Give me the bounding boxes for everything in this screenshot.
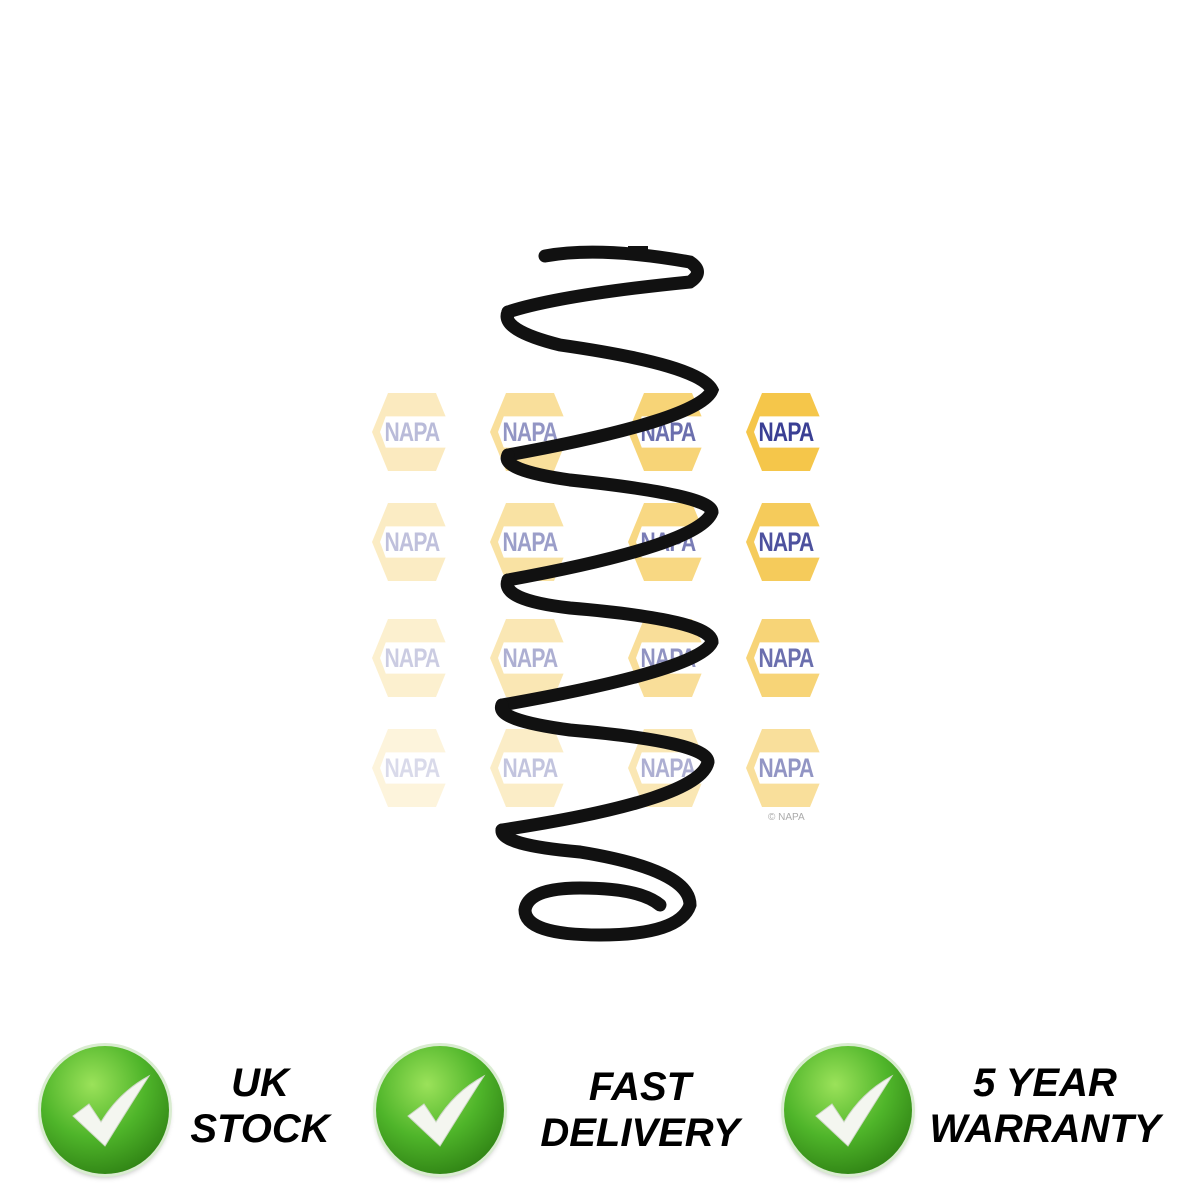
label-line: STOCK	[190, 1107, 330, 1151]
label-line: FAST	[588, 1065, 692, 1109]
napa-logo: NAPA	[372, 503, 452, 581]
label-line: DELIVERY	[540, 1111, 740, 1155]
label-line: UK	[231, 1061, 289, 1105]
badge-label-uk-stock: UK STOCK	[170, 1060, 350, 1152]
label-line: WARRANTY	[929, 1107, 1161, 1151]
check-icon	[815, 1074, 894, 1147]
check-badge-fast-delivery	[376, 1046, 504, 1174]
check-icon	[407, 1074, 486, 1147]
napa-logo: NAPA	[490, 619, 570, 697]
napa-logo: NAPA	[746, 503, 826, 581]
napa-logo: NAPA	[746, 393, 826, 471]
badge-label-fast-delivery: FAST DELIVERY	[520, 1064, 760, 1156]
napa-logo: NAPA	[372, 729, 452, 807]
label-line: 5 YEAR	[973, 1061, 1117, 1105]
badge-label-warranty: 5 YEAR WARRANTY	[915, 1060, 1175, 1152]
copyright-text: © NAPA	[768, 812, 805, 823]
check-badge-warranty	[784, 1046, 912, 1174]
napa-logo: NAPA	[490, 729, 570, 807]
check-badge-uk-stock	[41, 1046, 169, 1174]
napa-logo: NAPA	[746, 619, 826, 697]
check-icon	[72, 1074, 151, 1147]
napa-logo: NAPA	[372, 619, 452, 697]
napa-logo: NAPA	[372, 393, 452, 471]
napa-logo: NAPA	[628, 729, 708, 807]
napa-logo: NAPA	[746, 729, 826, 807]
